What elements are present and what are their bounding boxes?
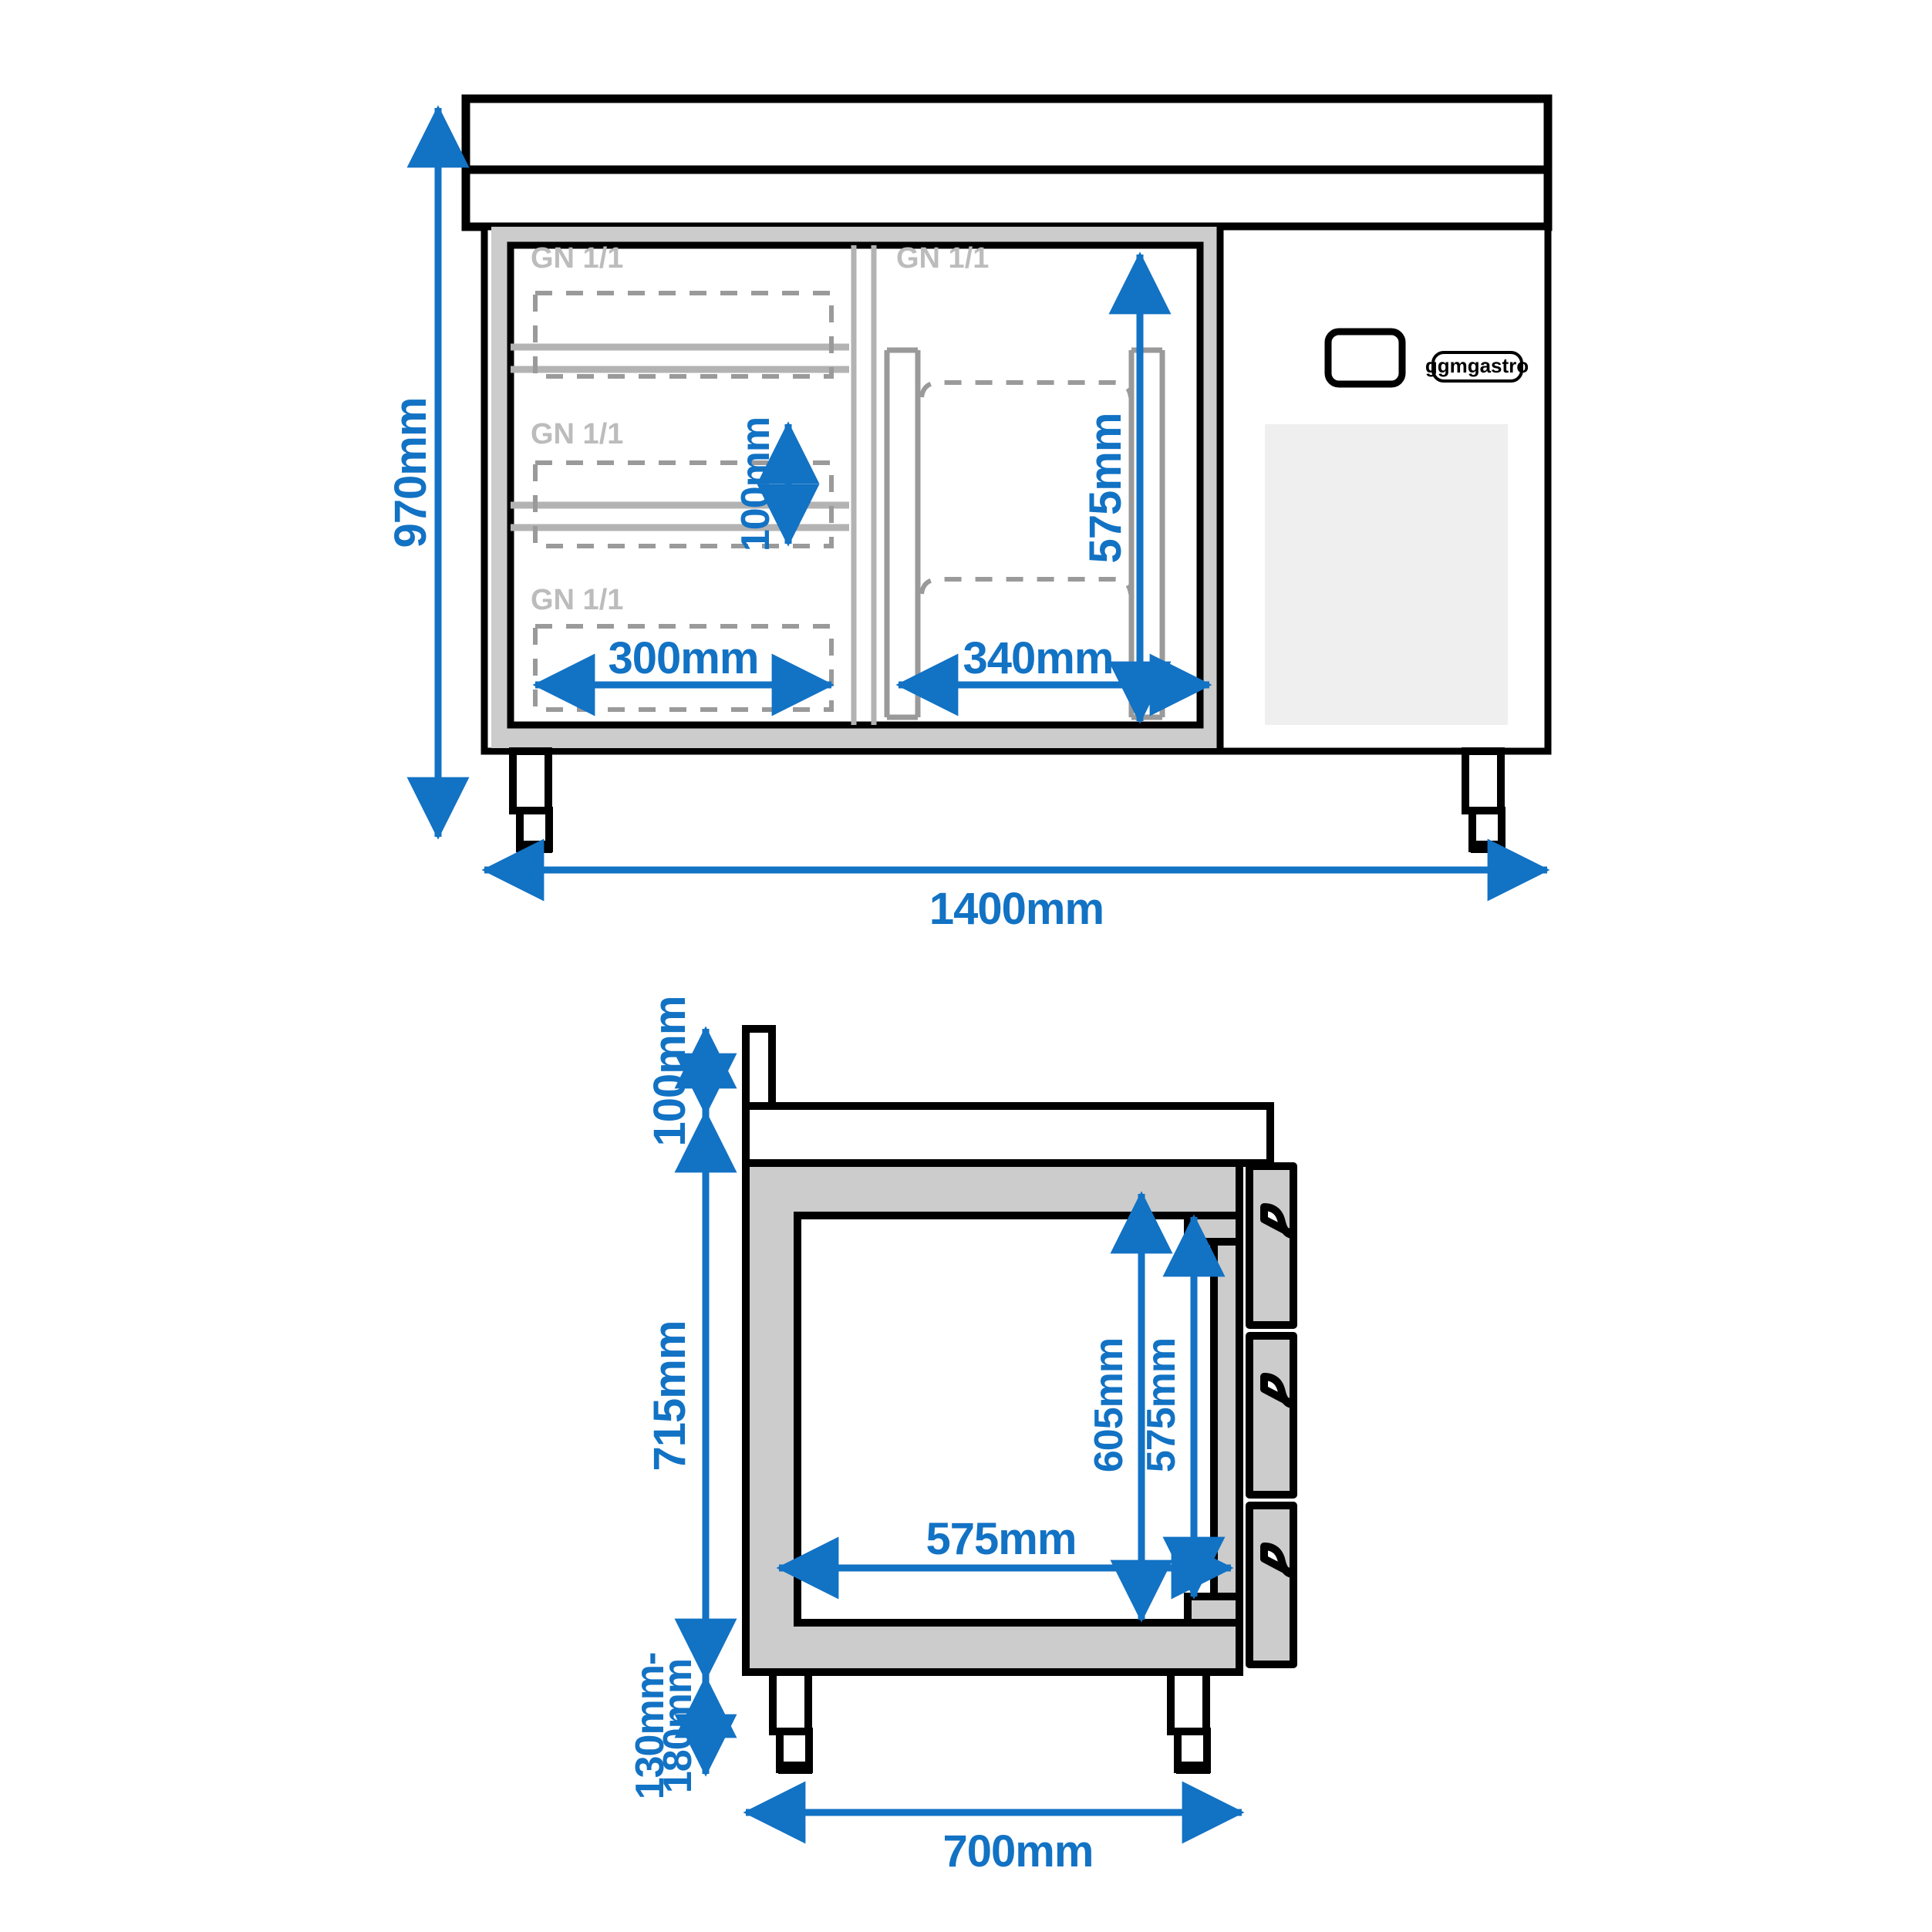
gn-label-2: GN 1/1 — [531, 418, 623, 450]
dim-label-backsplash-height: 100mm — [645, 996, 695, 1147]
gn-label-4: GN 1/1 — [896, 242, 989, 275]
side-worktop — [742, 1102, 1274, 1167]
brand-badge — [1431, 351, 1523, 383]
side-cavity-notch-bottom — [1184, 1593, 1243, 1627]
dim-label-cabinet-height: 715mm — [645, 1321, 695, 1472]
brand-label: ggmgastro — [1425, 354, 1529, 377]
dim-label-door-width: 340mm — [963, 633, 1114, 683]
front-leg-right — [1462, 747, 1505, 853]
gn-pan-outline-1 — [533, 291, 834, 379]
dim-label-leg-height-line2: 180mm — [656, 1659, 700, 1793]
side-drawer-front-3[interactable] — [1246, 1502, 1297, 1668]
dim-label-usable-depth: 575mm — [1139, 1338, 1184, 1472]
dim-label-drawer-height: 100mm — [733, 417, 778, 551]
gn-label-1: GN 1/1 — [531, 242, 623, 275]
compressor-grille-panel — [1265, 424, 1508, 725]
control-panel-module[interactable] — [1324, 328, 1406, 388]
dim-label-leg-height-line1: 130mm- — [628, 1653, 673, 1800]
side-drawer-front-1[interactable] — [1246, 1162, 1297, 1329]
gn-label-3: GN 1/1 — [531, 584, 623, 616]
front-view-group: GN 1/1 GN 1/1 GN 1/1 GN 1/1 ggmgastro — [386, 94, 1553, 934]
side-backsplash — [742, 1025, 776, 1118]
dim-label-interior-depth: 605mm — [1087, 1338, 1131, 1472]
side-leg-left — [769, 1668, 813, 1774]
front-worktop — [461, 165, 1553, 231]
side-drawer-front-2[interactable] — [1246, 1332, 1297, 1499]
dim-label-overall-depth: 700mm — [943, 1826, 1094, 1876]
dim-label-overall-height: 970mm — [386, 398, 436, 548]
side-leg-right — [1167, 1668, 1211, 1774]
front-leg-left — [509, 747, 553, 853]
dim-label-interior-width: 575mm — [926, 1514, 1077, 1564]
dim-label-drawer-width: 300mm — [609, 633, 759, 683]
side-view-group: 100mm 715mm 130mm- 180mm 605mm 575mm 575… — [628, 996, 1297, 1876]
front-backsplash — [461, 94, 1553, 174]
dim-label-door-height: 575mm — [1081, 413, 1131, 564]
dim-label-overall-width: 1400mm — [929, 884, 1104, 934]
gn-pan-outline-2 — [533, 460, 834, 548]
